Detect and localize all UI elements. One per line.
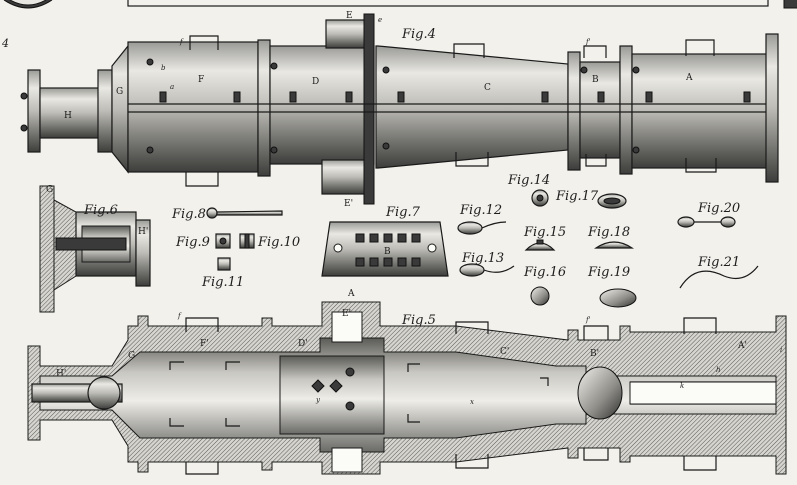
fig6-letter-G: G [46,185,53,195]
fig4-letter-b: b [161,64,166,72]
fig13-spoon-drawing [459,263,515,277]
fig8-key-drawing [206,207,283,219]
fig5-letter-x: x [470,398,474,406]
fig7-letter-B: B [384,247,391,257]
fig10-label: Fig.10 [257,235,300,250]
fig18-label: Fig.18 [587,225,630,240]
fig5-letter-f: f [177,312,182,320]
fig16-ball-drawing [530,286,550,306]
fig5-label: Fig.5 [401,313,436,328]
fig17-oval-drawing [597,193,627,209]
fig8-label: Fig.8 [171,207,206,222]
fig4-exterior-drawing [20,13,779,205]
fig4-letter-A: A [685,73,693,83]
fig5-letter-i: i [780,346,782,354]
fig11-drawing [217,257,231,271]
fig12-spoon-drawing [457,221,507,235]
fig4-letter-C: C [484,83,491,93]
fig13-label: Fig.13 [461,251,504,266]
fig4-letter-E-prime: E' [344,199,353,209]
fig19-label: Fig.19 [587,265,630,280]
fig4-letter-E: E [346,11,353,21]
fig15-label: Fig.15 [523,225,566,240]
top-frame [3,0,797,9]
fig5-letter-A-prime: A' [737,341,747,351]
fig7-plate-drawing [321,221,449,277]
fig20-label: Fig.20 [697,201,740,216]
fig5-letter-h: h [716,366,721,374]
fig5-letter-D-prime: D' [298,339,308,349]
fig21-hook-drawing [679,265,759,289]
fig5-letter-H-prime: H' [56,369,66,379]
fig6-letter-H-prime: H' [138,227,148,237]
fig21-label: Fig.21 [697,255,740,270]
fig4-letter-D: D [312,77,319,87]
fig4-letter-a: a [170,83,174,91]
fig19-disc-drawing [599,288,637,308]
fig6-drawing [39,185,151,313]
fig5-letter-y: y [315,396,321,404]
fig5-letter-F-prime: F' [200,339,209,349]
fig14-ring-drawing [531,189,549,207]
fig16-label: Fig.16 [523,265,566,280]
fig6-label: Fig.6 [83,203,118,218]
plate-number: 4 [1,37,9,50]
fig4-letter-B: B [592,75,599,85]
fig20-spatula-drawing [677,216,736,228]
fig5-letter-E-prime: E' [342,309,351,319]
fig4-letter-G: G [116,87,123,97]
fig9-10-drawing [215,233,255,249]
fig18-cap-drawing [594,241,634,249]
fig14-label: Fig.14 [507,173,550,188]
fig7-label: Fig.7 [385,205,421,220]
fig9-label: Fig.9 [175,235,210,250]
fig5-letter-A: A [347,289,355,299]
fig4-letter-H: H [64,111,72,121]
fig17-label: Fig.17 [555,189,599,204]
fig4-letter-f: f [179,38,184,46]
fig4-letter-e: e [378,16,382,24]
fig11-label: Fig.11 [201,275,244,290]
fig5-section-drawing [27,301,787,475]
fig5-letter-C-prime: C' [500,347,509,357]
fig5-letter-B-prime: B' [590,349,599,359]
fig4-letter-F: F [198,75,204,85]
fig15-cap-drawing [524,239,556,251]
fig4-letter-f-prime: f' [585,38,591,46]
fig4-label: Fig.4 [401,27,436,42]
fig12-label: Fig.12 [459,203,502,218]
fig5-letter-k: k [680,382,684,390]
fig5-letter-f-prime: f' [585,316,591,324]
fig5-letter-G: G [128,351,135,361]
